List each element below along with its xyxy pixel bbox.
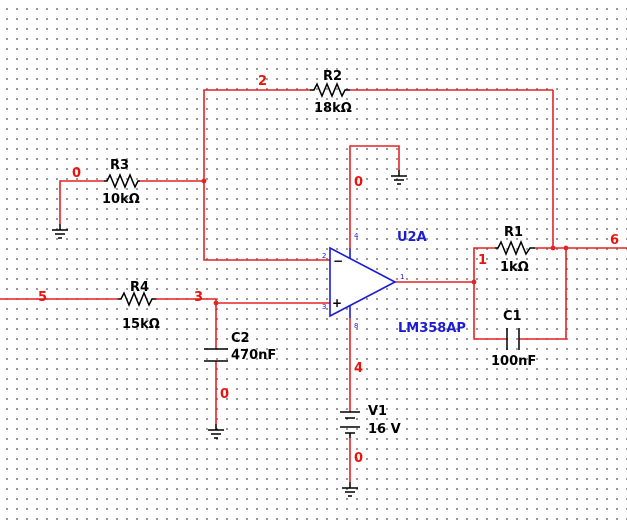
junction-net-2	[201, 178, 207, 184]
battery-v1[interactable]	[340, 411, 360, 438]
junction-net-6-b	[563, 245, 569, 251]
net-label-0-vplus: 0	[354, 175, 363, 190]
label-v1-ref: V1	[368, 404, 387, 419]
resistor-r1[interactable]	[495, 240, 535, 256]
label-r2-value: 18kΩ	[314, 101, 352, 116]
capacitor-c1[interactable]	[506, 328, 520, 350]
wire-net-1-c1	[473, 282, 507, 340]
label-c1-value: 100nF	[491, 354, 536, 369]
capacitor-c2[interactable]	[204, 348, 228, 362]
junction-net-1	[471, 279, 477, 285]
label-r4-value: 15kΩ	[122, 317, 160, 332]
opamp-u2a[interactable]: − + 2 3 1 4 8	[322, 232, 404, 330]
net-label-4: 4	[354, 361, 363, 376]
label-c2-value: 470nF	[231, 348, 276, 363]
resistor-r4[interactable]	[118, 291, 156, 307]
pin-vminus: 8	[354, 322, 358, 330]
wire-c1-right	[519, 248, 567, 340]
label-u2a-ref: U2A	[397, 230, 427, 245]
label-v1-value: 16 V	[368, 422, 401, 437]
wire-vplus	[349, 145, 400, 248]
ground-icon-c2	[207, 423, 225, 439]
label-r4-ref: R4	[130, 280, 149, 295]
label-c1-ref: C1	[503, 309, 522, 324]
opamp-plus-symbol: +	[332, 296, 342, 310]
label-r2-ref: R2	[323, 69, 342, 84]
junction-net-6-a	[550, 245, 556, 251]
net-label-0-r3: 0	[72, 166, 81, 181]
junctions	[201, 178, 569, 306]
resistor-r3[interactable]	[104, 173, 140, 189]
wire-net-1-r1	[473, 247, 495, 282]
label-r3-value: 10kΩ	[102, 192, 140, 207]
net-label-2: 2	[258, 74, 267, 89]
wire-net-0-r3	[59, 180, 104, 224]
label-r3-ref: R3	[110, 158, 129, 173]
junction-net-3	[213, 300, 219, 306]
wire-net-2-top	[203, 89, 310, 181]
ground-icon-vplus	[390, 169, 408, 185]
ground-icon-r3	[51, 223, 69, 239]
label-r1-ref: R1	[504, 225, 523, 240]
pin-noninv: 3	[322, 303, 326, 311]
ground-icon-v1	[341, 481, 359, 497]
pin-out: 1	[400, 273, 404, 281]
net-label-5: 5	[38, 290, 47, 305]
label-c2-ref: C2	[231, 331, 250, 346]
net-label-0-c2: 0	[220, 387, 229, 402]
pin-inv: 2	[322, 252, 326, 260]
label-u2a-part: LM358AP	[398, 321, 466, 336]
pin-vplus: 4	[354, 232, 359, 240]
net-label-0-v1: 0	[354, 451, 363, 466]
net-label-6: 6	[610, 233, 619, 248]
label-r1-value: 1kΩ	[500, 260, 529, 275]
resistor-r2[interactable]	[310, 82, 350, 98]
net-label-1: 1	[478, 253, 487, 268]
opamp-minus-symbol: −	[333, 254, 343, 268]
wires	[0, 89, 627, 482]
net-label-3: 3	[194, 290, 203, 305]
wire-net-2-inv	[203, 181, 330, 261]
